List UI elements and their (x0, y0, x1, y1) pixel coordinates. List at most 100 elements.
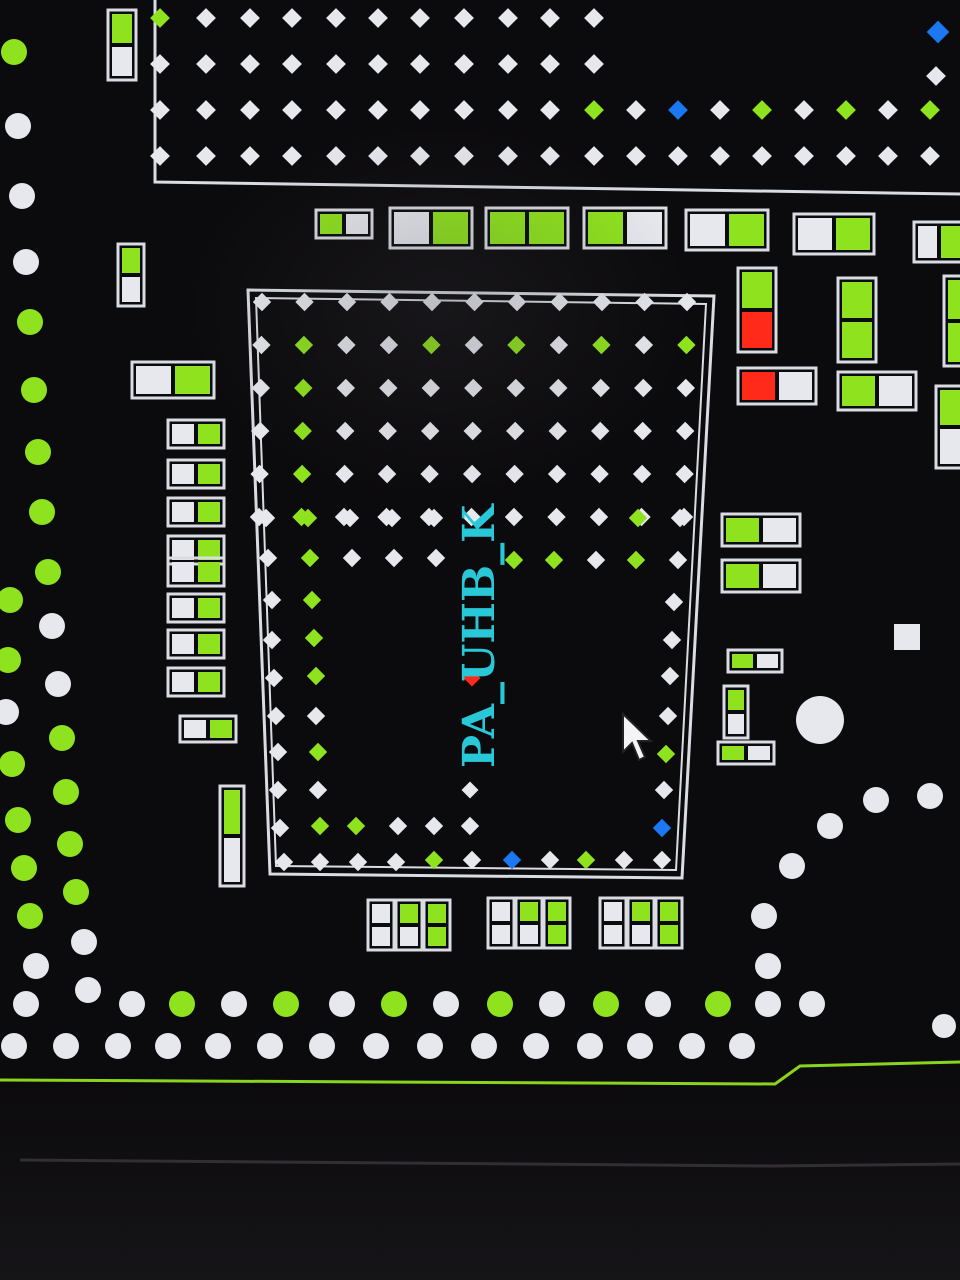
via-pad[interactable] (705, 991, 731, 1017)
via-pad[interactable] (368, 100, 388, 120)
via-pad[interactable] (368, 146, 388, 166)
via-pad[interactable] (920, 100, 940, 120)
smd-component[interactable] (736, 366, 818, 406)
via-pad[interactable] (507, 335, 526, 355)
smd-component[interactable] (736, 266, 778, 354)
via-pad[interactable] (326, 54, 346, 74)
via-pad[interactable] (363, 1033, 389, 1059)
smd-component[interactable] (720, 558, 802, 594)
via-pad[interactable] (433, 991, 459, 1017)
via-pad[interactable] (755, 953, 781, 979)
via-pad[interactable] (547, 507, 566, 527)
smd-component[interactable] (166, 534, 226, 566)
via-pad[interactable] (634, 335, 654, 355)
via-pad[interactable] (592, 335, 611, 355)
via-pad[interactable] (251, 421, 270, 441)
via-pad[interactable] (17, 903, 43, 929)
smd-component[interactable] (720, 512, 802, 548)
via-pad[interactable] (306, 666, 326, 686)
via-pad[interactable] (380, 292, 399, 312)
smd-component[interactable] (166, 556, 226, 588)
via-pad[interactable] (751, 903, 777, 929)
via-pad[interactable] (584, 54, 604, 74)
smd-component[interactable] (314, 208, 374, 240)
via-pad[interactable] (378, 421, 397, 441)
smd-component[interactable] (166, 628, 226, 660)
via-pad[interactable] (676, 378, 695, 398)
via-pad[interactable] (645, 991, 671, 1017)
via-pad[interactable] (454, 8, 474, 28)
smd-component[interactable] (684, 208, 770, 252)
via-pad[interactable] (633, 421, 652, 441)
via-pad[interactable] (298, 508, 318, 528)
via-pad[interactable] (308, 742, 328, 762)
via-pad[interactable] (498, 54, 518, 74)
smd-component[interactable] (836, 370, 918, 412)
via-pad[interactable] (268, 780, 288, 800)
via-pad[interactable] (836, 146, 856, 166)
via-pad[interactable] (668, 100, 688, 120)
via-pad[interactable] (710, 100, 730, 120)
via-pad[interactable] (5, 807, 31, 833)
via-pad[interactable] (39, 613, 65, 639)
via-pad[interactable] (540, 54, 560, 74)
via-pad[interactable] (460, 816, 480, 836)
via-pad[interactable] (463, 669, 481, 687)
smd-component[interactable] (130, 360, 216, 400)
via-pad[interactable] (710, 146, 730, 166)
via-pad[interactable] (252, 292, 272, 312)
smd-component[interactable] (514, 896, 544, 950)
via-pad[interactable] (205, 1033, 231, 1059)
via-pad[interactable] (550, 292, 569, 312)
via-pad[interactable] (755, 991, 781, 1017)
via-pad[interactable] (252, 335, 271, 355)
smd-component[interactable] (598, 896, 628, 950)
via-pad[interactable] (262, 630, 282, 650)
via-pad[interactable] (464, 378, 483, 398)
smd-component[interactable] (726, 648, 784, 674)
via-pad[interactable] (794, 146, 814, 166)
via-pad[interactable] (544, 550, 564, 570)
via-pad[interactable] (462, 850, 482, 870)
via-pad[interactable] (0, 699, 19, 725)
via-pad[interactable] (577, 1033, 603, 1059)
via-pad[interactable] (426, 548, 446, 568)
via-pad[interactable] (196, 100, 216, 120)
via-pad[interactable] (632, 464, 652, 484)
via-pad[interactable] (13, 249, 39, 275)
via-pad[interactable] (381, 991, 407, 1017)
smd-component[interactable] (912, 220, 960, 264)
via-pad[interactable] (626, 550, 646, 570)
via-pad[interactable] (57, 831, 83, 857)
via-pad[interactable] (794, 100, 814, 120)
via-pad[interactable] (196, 146, 216, 166)
via-pad[interactable] (614, 850, 634, 870)
via-pad[interactable] (677, 335, 696, 355)
via-pad[interactable] (386, 852, 406, 872)
via-pad[interactable] (257, 1033, 283, 1059)
via-pad[interactable] (302, 590, 322, 610)
smd-component[interactable] (394, 898, 424, 952)
via-pad[interactable] (273, 991, 299, 1017)
via-pad[interactable] (504, 507, 524, 527)
via-pad[interactable] (634, 378, 653, 398)
via-pad[interactable] (17, 309, 43, 335)
via-pad[interactable] (523, 1033, 549, 1059)
via-pad[interactable] (586, 550, 606, 570)
via-pad[interactable] (169, 991, 195, 1017)
via-pad[interactable] (878, 100, 898, 120)
via-pad[interactable] (920, 146, 940, 166)
via-pad[interactable] (540, 146, 560, 166)
via-pad[interactable] (53, 1033, 79, 1059)
via-pad[interactable] (410, 54, 430, 74)
via-pad[interactable] (306, 706, 326, 726)
via-pad[interactable] (29, 499, 55, 525)
via-pad[interactable] (506, 378, 525, 398)
via-pad[interactable] (932, 1014, 956, 1038)
via-pad[interactable] (540, 850, 560, 870)
via-pad[interactable] (309, 1033, 335, 1059)
via-pad[interactable] (379, 335, 399, 355)
via-pad[interactable] (0, 587, 23, 613)
via-pad[interactable] (664, 592, 684, 612)
